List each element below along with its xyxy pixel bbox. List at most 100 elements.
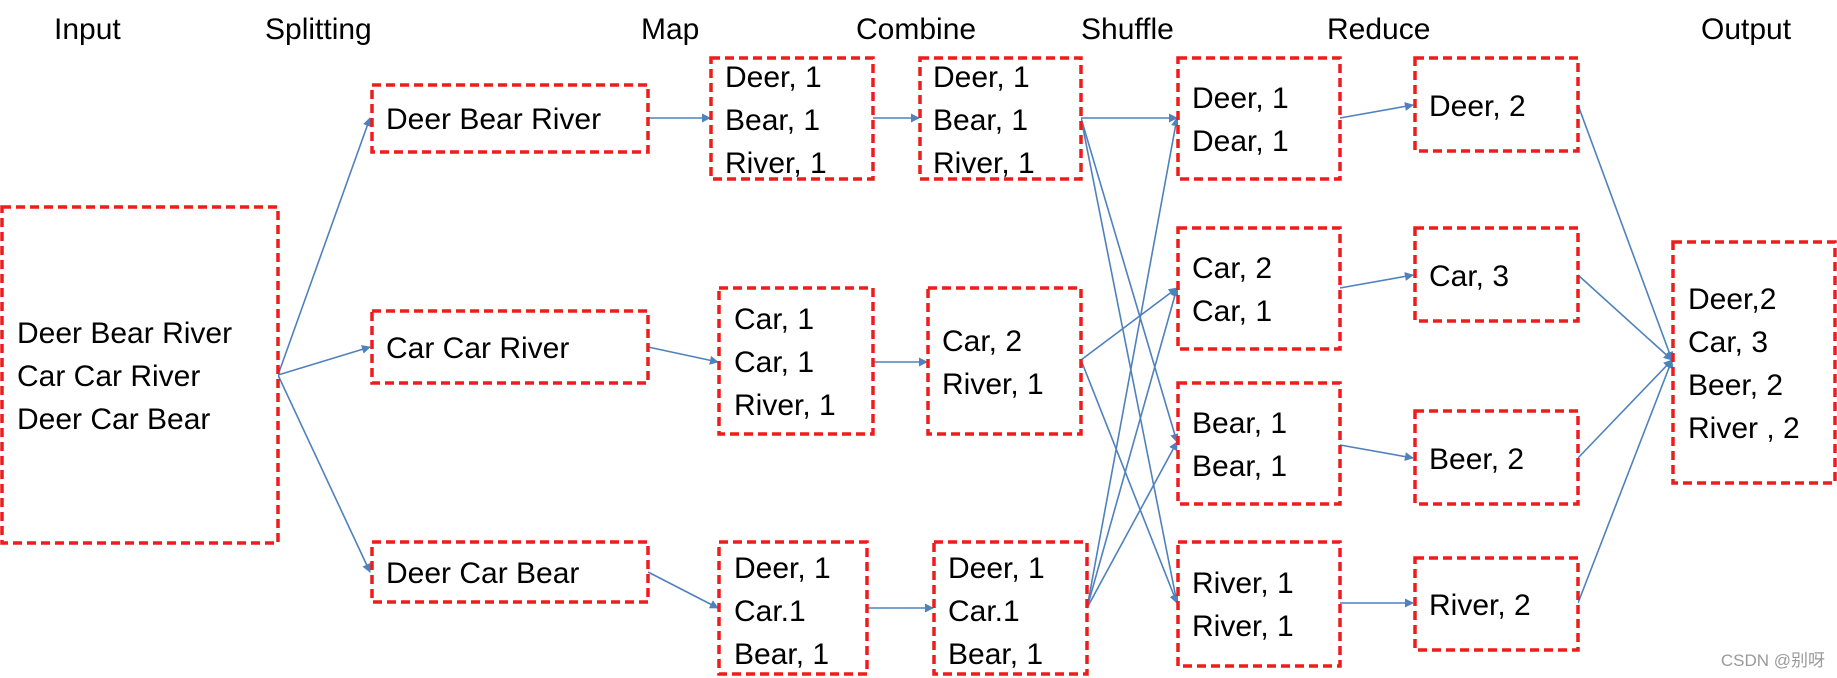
map-line: Car.1 (734, 595, 806, 628)
stage-label-input: Input (54, 13, 121, 46)
shuffle-box-1-border (1176, 56, 1342, 181)
stage-label-reduce: Reduce (1327, 13, 1430, 46)
shuffle-line: River, 1 (1192, 567, 1294, 600)
shuffle-line: Car, 2 (1192, 252, 1272, 285)
reduce-line: Beer, 2 (1429, 443, 1524, 476)
arrow-shuf2-red2 (1339, 271, 1414, 289)
arrow-input-split2 (277, 345, 371, 376)
arrow-shuf3-red3 (1339, 444, 1414, 462)
arrow-input-split3 (277, 374, 371, 573)
output-line: Car, 3 (1688, 326, 1768, 359)
combine-line: Deer, 1 (948, 552, 1045, 585)
stage-label-splitting: Splitting (265, 13, 372, 46)
output-line: Deer,2 (1688, 283, 1776, 316)
arrow-comb2-shuf2 (1080, 287, 1178, 361)
arrow-comb2-shuf4 (1080, 359, 1179, 604)
input-line: Deer Bear River (17, 317, 232, 350)
combine-line: Car.1 (948, 595, 1020, 628)
shuffle-line: Deer, 1 (1192, 82, 1289, 115)
shuffle-box-4: River, 1 River, 1 (1176, 540, 1342, 668)
combine-line: Bear, 1 (948, 638, 1043, 671)
map-box-2-border (717, 286, 875, 436)
arrow-shuf1-red1 (1339, 101, 1414, 119)
split-box-1: Deer Bear River (370, 83, 650, 154)
input-line: Deer Car Bear (17, 403, 210, 436)
map-line: River, 1 (725, 147, 827, 180)
shuffle-line: Bear, 1 (1192, 450, 1287, 483)
combine-box-2-border (926, 286, 1083, 436)
reduce-box-2: Car, 3 (1413, 226, 1580, 323)
arrow-split2-map2 (647, 346, 719, 365)
map-line: River, 1 (734, 389, 836, 422)
reduce-box-4: River, 2 (1413, 556, 1580, 652)
output-line: Beer, 2 (1688, 369, 1783, 402)
reduce-box-4-border (1413, 556, 1580, 652)
shuffle-box-4-border (1176, 540, 1342, 668)
split-box-3-border (370, 540, 650, 604)
input-line: Car Car River (17, 360, 200, 393)
stage-label-combine: Combine (856, 13, 976, 46)
map-box-2: Car, 1 Car, 1 River, 1 (717, 286, 875, 436)
combine-line: River, 1 (933, 147, 1035, 180)
split-line: Deer Car Bear (386, 557, 579, 590)
split-line: Car Car River (386, 332, 569, 365)
combine-line: Deer, 1 (933, 61, 1030, 94)
map-box-3-border (717, 540, 869, 676)
combine-line: River, 1 (942, 368, 1044, 401)
combine-line: Bear, 1 (933, 104, 1028, 137)
reduce-box-1-border (1413, 56, 1580, 153)
arrow-comb3-shuf3 (1086, 441, 1178, 609)
stage-label-map: Map (641, 13, 699, 46)
map-line: Car, 1 (734, 303, 814, 336)
shuffle-line: Dear, 1 (1192, 125, 1289, 158)
input-box-border (0, 205, 280, 545)
reduce-box-1: Deer, 2 (1413, 56, 1580, 153)
map-line: Bear, 1 (734, 638, 829, 671)
shuffle-box-3: Bear, 1 Bear, 1 (1176, 381, 1342, 506)
arrow-red3-output (1577, 359, 1673, 459)
split-line: Deer Bear River (386, 103, 601, 136)
map-line: Deer, 1 (734, 552, 831, 585)
combine-box-3: Deer, 1 Car.1 Bear, 1 (932, 540, 1089, 676)
output-box-border (1671, 240, 1837, 485)
combine-line: Car, 2 (942, 325, 1022, 358)
map-line: Car, 1 (734, 346, 814, 379)
reduce-box-3-border (1413, 409, 1580, 506)
combine-box-1-border (918, 56, 1083, 181)
arrow-red2-output (1577, 274, 1673, 361)
output-box: Deer,2 Car, 3 Beer, 2 River , 2 (1671, 240, 1837, 485)
shuffle-box-3-border (1176, 381, 1342, 506)
stage-label-shuffle: Shuffle (1081, 13, 1174, 46)
split-box-2-border (370, 309, 650, 385)
combine-box-3-border (932, 540, 1089, 676)
stage-label-output: Output (1701, 13, 1792, 46)
arrow-split3-map3 (647, 571, 719, 609)
flow-arrows (277, 101, 1674, 613)
arrow-red1-output (1577, 104, 1674, 361)
reduce-box-3: Beer, 2 (1413, 409, 1580, 506)
split-box-3: Deer Car Bear (370, 540, 650, 604)
reduce-line: River, 2 (1429, 589, 1531, 622)
map-box-3: Deer, 1 Car.1 Bear, 1 (717, 540, 869, 676)
shuffle-line: River, 1 (1192, 610, 1294, 643)
input-box: Deer Bear River Car Car River Deer Car B… (0, 205, 280, 545)
shuffle-line: Bear, 1 (1192, 407, 1287, 440)
arrow-comb1-shuf3 (1080, 117, 1180, 443)
reduce-line: Car, 3 (1429, 260, 1509, 293)
reduce-box-2-border (1413, 226, 1580, 323)
shuffle-line: Car, 1 (1192, 295, 1272, 328)
shuffle-box-2: Car, 2 Car, 1 (1176, 226, 1342, 351)
map-box-1-border (709, 56, 875, 181)
arrow-comb1-shuf4 (1080, 117, 1180, 604)
combine-box-1: Deer, 1 Bear, 1 River, 1 (918, 56, 1083, 181)
output-line: River , 2 (1688, 412, 1800, 445)
watermark-text: CSDN @别呀 (1721, 651, 1825, 670)
map-line: Bear, 1 (725, 104, 820, 137)
arrow-comb3-shuf2 (1086, 287, 1180, 609)
combine-box-2: Car, 2 River, 1 (926, 286, 1083, 436)
arrow-red4-output (1577, 359, 1674, 604)
split-box-2: Car Car River (370, 309, 650, 385)
reduce-line: Deer, 2 (1429, 90, 1526, 123)
shuffle-box-2-border (1176, 226, 1342, 351)
